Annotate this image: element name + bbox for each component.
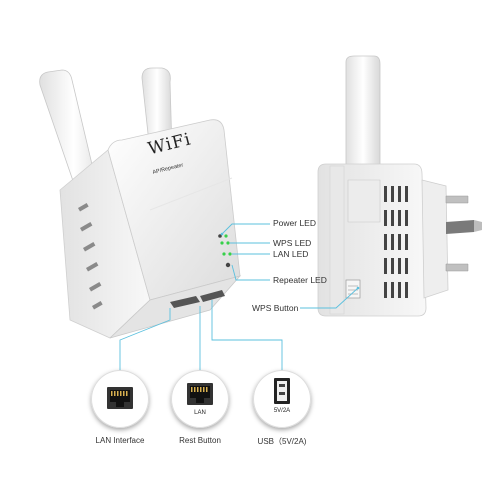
usb-port-label: 5V/2A [273,408,291,414]
usb-icon: 5V/2A [253,370,311,428]
front-leds [218,234,232,268]
plug-prongs [445,195,482,272]
callout-power-led: Power LED [273,218,316,228]
right-device-vents [384,186,408,298]
callout-lines [119,223,359,372]
label-lan-interface: LAN Interface [95,436,145,445]
ethernet-port-icon [107,387,133,409]
callout-repeater-led: Repeater LED [273,275,327,285]
usb-port-icon [274,378,290,404]
rest-button-icon: LAN [171,370,229,428]
label-rest-button: Rest Button [179,436,221,445]
lan-interface-icon [91,370,149,428]
callout-wps-button: WPS Button [252,303,299,313]
lan-port-label: LAN [194,410,206,416]
label-usb: USB（5V/2A) [257,437,307,446]
bottom-ports [170,290,225,308]
side-vents [77,203,103,310]
callout-lan-led: LAN LED [273,249,309,259]
callout-wps-led: WPS LED [273,238,312,248]
wps-button-slot [345,279,361,299]
lan-port-icon [187,383,213,405]
